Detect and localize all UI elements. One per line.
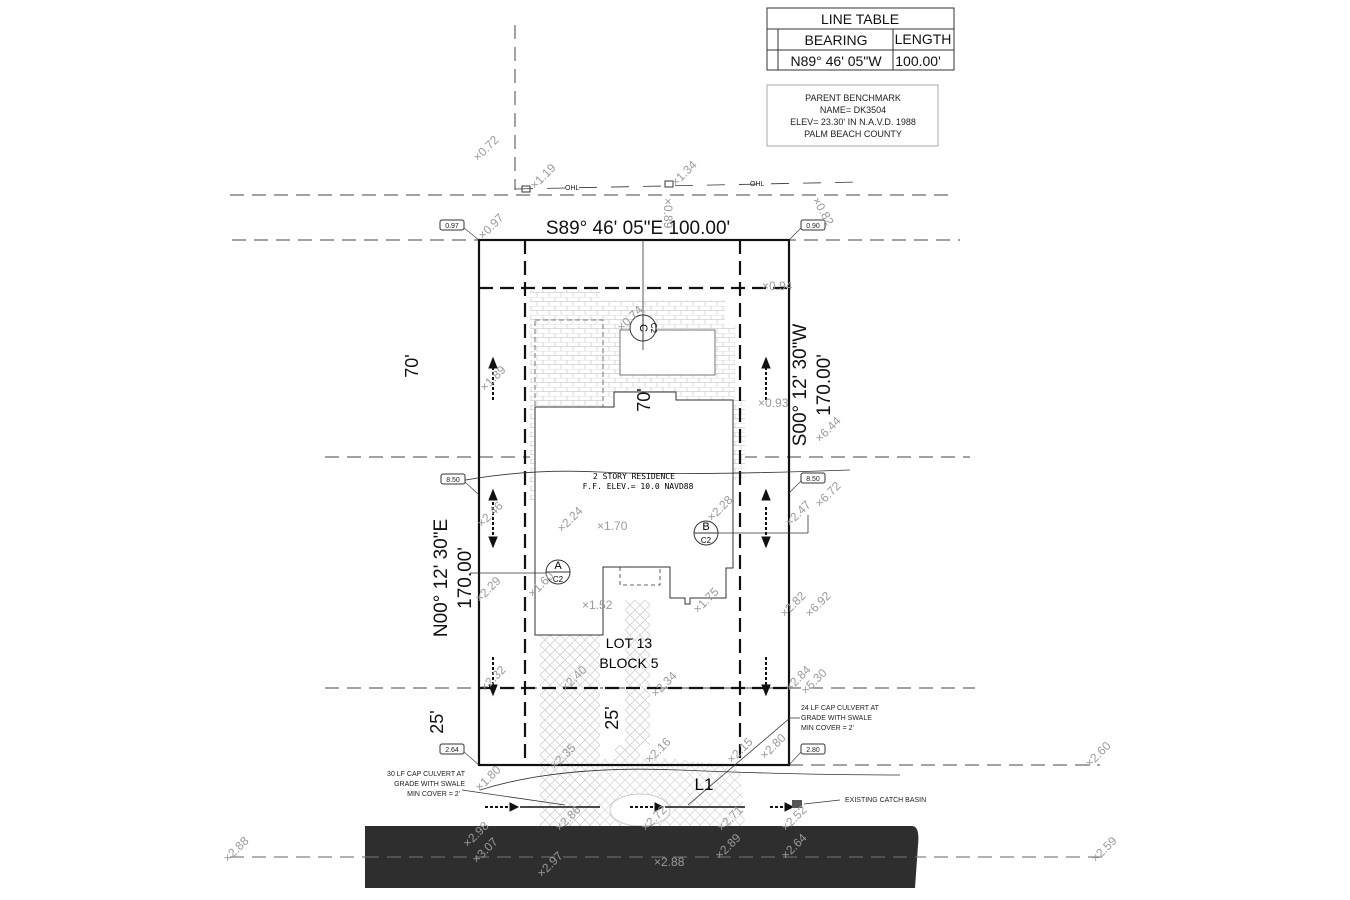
- line-label-l1: L1: [695, 775, 714, 794]
- rear-setback-dim: 70': [402, 354, 422, 377]
- line-table-length: 100.00': [895, 53, 941, 69]
- lot-number: LOT 13: [606, 635, 653, 651]
- spot-elevation: ×1.19: [527, 161, 559, 193]
- elevation-tag: 0.90: [788, 219, 826, 241]
- note-line: GRADE WITH SWALE: [394, 781, 465, 788]
- spot-elevation: ×6.92: [802, 589, 834, 621]
- spot-elevation: ×2.15: [724, 735, 756, 767]
- spot-elevation: ×2.47: [782, 498, 814, 530]
- section-sheet: C2: [649, 323, 658, 334]
- catch-basin-note: EXISTING CATCH BASIN: [845, 797, 926, 804]
- elevation-tag: 0.97: [439, 219, 480, 241]
- benchmark-line: PARENT BENCHMARK: [805, 93, 901, 103]
- line-table: LINE TABLE BEARING LENGTH N89° 46' 05"W …: [766, 7, 955, 71]
- elevation-tag: 2.80: [788, 743, 826, 766]
- note-line: MIN COVER = 2': [801, 725, 854, 732]
- front-setback-dim: 25': [427, 710, 447, 733]
- section-letter: B: [702, 521, 709, 533]
- benchmark-line: NAME= DK3504: [820, 105, 886, 115]
- block-number: BLOCK 5: [599, 655, 658, 671]
- benchmark-box: PARENT BENCHMARK NAME= DK3504 ELEV= 23.3…: [766, 84, 939, 147]
- spot-elevation: ×1.52: [582, 598, 613, 612]
- swale-line: [479, 768, 901, 791]
- line-table-title: LINE TABLE: [821, 11, 899, 27]
- spot-elevation: ×2.80: [757, 731, 789, 763]
- entry-porch: [619, 566, 661, 586]
- overhead-power-line: OHL OHL: [514, 180, 861, 193]
- culvert-note-right: 24 LF CAP CULVERT AT GRADE WITH SWALE MI…: [687, 705, 880, 806]
- house-footprint: [534, 391, 734, 636]
- catch-basin: [792, 800, 802, 808]
- north-bearing: S89° 46' 05"E 100.00': [546, 218, 730, 239]
- section-callout-a[interactable]: A C2: [470, 559, 571, 585]
- spot-elevation: ×2.88: [220, 834, 252, 866]
- setback-lines: [479, 240, 789, 765]
- house-ff-elev: F.F. ELEV.= 10.0 NAVD88: [583, 482, 694, 491]
- tag-text: 2.64: [445, 747, 459, 754]
- section-callout-c[interactable]: C C2: [629, 240, 658, 350]
- spot-elevation: ×2.29: [472, 574, 504, 606]
- grade-contour: [444, 469, 851, 485]
- spot-elevation: ×0.72: [470, 133, 502, 165]
- line-table-bearing: N89° 46' 05"W: [790, 53, 882, 69]
- spot-elevation: ×1.34: [668, 158, 700, 190]
- east-bearing: S00° 12' 30"W: [790, 324, 811, 447]
- drainage-arrows: [485, 356, 795, 812]
- spot-elevation: ×2.34: [648, 669, 680, 701]
- elevation-tag: 8.50: [440, 473, 480, 496]
- tag-text: 2.80: [806, 747, 820, 754]
- tag-text: 8.50: [806, 476, 820, 483]
- benchmark-line: ELEV= 23.30' IN N.A.V.D. 1988: [790, 117, 916, 127]
- house-label: 2 STORY RESIDENCE: [593, 472, 675, 481]
- header-bearing: BEARING: [804, 32, 867, 48]
- section-letter: A: [554, 560, 562, 572]
- west-bearing: N00° 12' 30"E: [431, 519, 452, 637]
- spot-elevation: ×2.59: [1088, 834, 1120, 866]
- spot-elevation: ×6.44: [812, 414, 844, 446]
- note-line: GRADE WITH SWALE: [801, 715, 872, 722]
- spot-elevation: ×0.89: [661, 198, 675, 229]
- spot-elevation: ×0.93: [758, 396, 789, 410]
- tag-text: 0.90: [806, 223, 820, 230]
- spot-elevation: ×2.88: [654, 855, 685, 869]
- header-length: LENGTH: [895, 31, 952, 47]
- elevation-tag: 2.64: [439, 743, 480, 766]
- section-sheet: C2: [553, 575, 564, 584]
- spot-elevation: ×0.97: [475, 211, 507, 243]
- spot-elevation: ×2.82: [777, 589, 809, 621]
- east-length: 170.00': [814, 354, 835, 416]
- rear-setback-inner-dim: 70': [634, 388, 654, 411]
- note-line: 30 LF CAP CULVERT AT: [387, 771, 466, 778]
- front-setback-inner-dim: 25': [602, 706, 622, 729]
- tag-text: 0.97: [445, 223, 459, 230]
- ohl-label: OHL: [750, 181, 765, 188]
- driveway: [540, 600, 745, 827]
- west-length: 170.00': [455, 547, 476, 609]
- elevation-tag: 8.50: [788, 472, 826, 494]
- lot-boundary: [477, 238, 791, 767]
- spot-elevation: ×1.80: [472, 763, 504, 795]
- spot-elevation: ×0.94: [762, 279, 793, 293]
- section-sheet: C2: [701, 536, 712, 545]
- elevation-tags: 0.97 0.90 8.50 8.50 2.64 2.80: [439, 219, 826, 766]
- note-line: MIN COVER = 2': [407, 791, 460, 798]
- section-callout-b[interactable]: B C2: [693, 515, 809, 546]
- spot-elevation: ×1.70: [597, 519, 628, 533]
- culvert-note-left: 30 LF CAP CULVERT AT GRADE WITH SWALE MI…: [387, 771, 566, 806]
- ohl-label: OHL: [565, 185, 580, 192]
- tag-text: 8.50: [446, 477, 460, 484]
- note-line: 24 LF CAP CULVERT AT: [801, 705, 880, 712]
- benchmark-line: PALM BEACH COUNTY: [804, 129, 902, 139]
- section-letter: C: [637, 324, 649, 332]
